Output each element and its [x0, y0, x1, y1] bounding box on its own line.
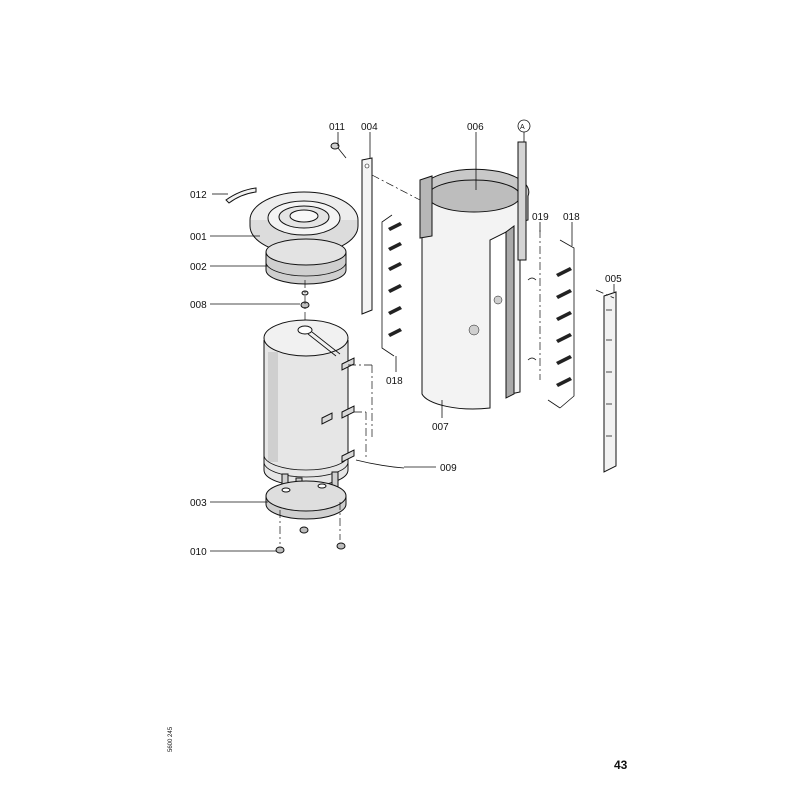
part-019-spring-clips [527, 230, 541, 380]
label-009: 009 [440, 463, 457, 474]
part-004-clamp-strip [361, 157, 421, 315]
label-004: 004 [361, 122, 378, 133]
label-010: 010 [190, 547, 207, 558]
label-018-left: 018 [386, 376, 403, 387]
label-011: 011 [329, 122, 345, 133]
label-006: 006 [467, 122, 484, 133]
leader-lines [210, 119, 615, 552]
label-018-right: 018 [563, 212, 580, 223]
part-018-clip-set-left [381, 214, 402, 357]
label-012: 012 [190, 190, 207, 201]
part-006-insulation-lining [419, 141, 530, 399]
label-008: 008 [190, 300, 207, 311]
part-011-screw [330, 142, 347, 159]
part-008-fitting [300, 280, 310, 322]
part-003-base-plate [265, 480, 347, 544]
part-018-clip-set-right [547, 239, 575, 409]
part-012-clip [225, 187, 257, 204]
label-019: 019 [532, 212, 549, 223]
document-code: 5600 245 [168, 726, 174, 752]
label-ref-a: A [520, 124, 525, 131]
storage-tank [263, 319, 373, 495]
part-002-insulation-disc [265, 238, 347, 285]
part-005-mounting-rail [595, 289, 617, 473]
part-009-cable [355, 459, 405, 469]
part-007-outer-jacket [421, 195, 521, 410]
page-number: 43 [614, 758, 628, 772]
label-005: 005 [605, 274, 622, 285]
part-010-adjustable-feet [275, 526, 346, 554]
label-001: 001 [190, 232, 207, 243]
label-003: 003 [190, 498, 207, 509]
label-007: 007 [432, 422, 449, 433]
label-002: 002 [190, 262, 207, 273]
